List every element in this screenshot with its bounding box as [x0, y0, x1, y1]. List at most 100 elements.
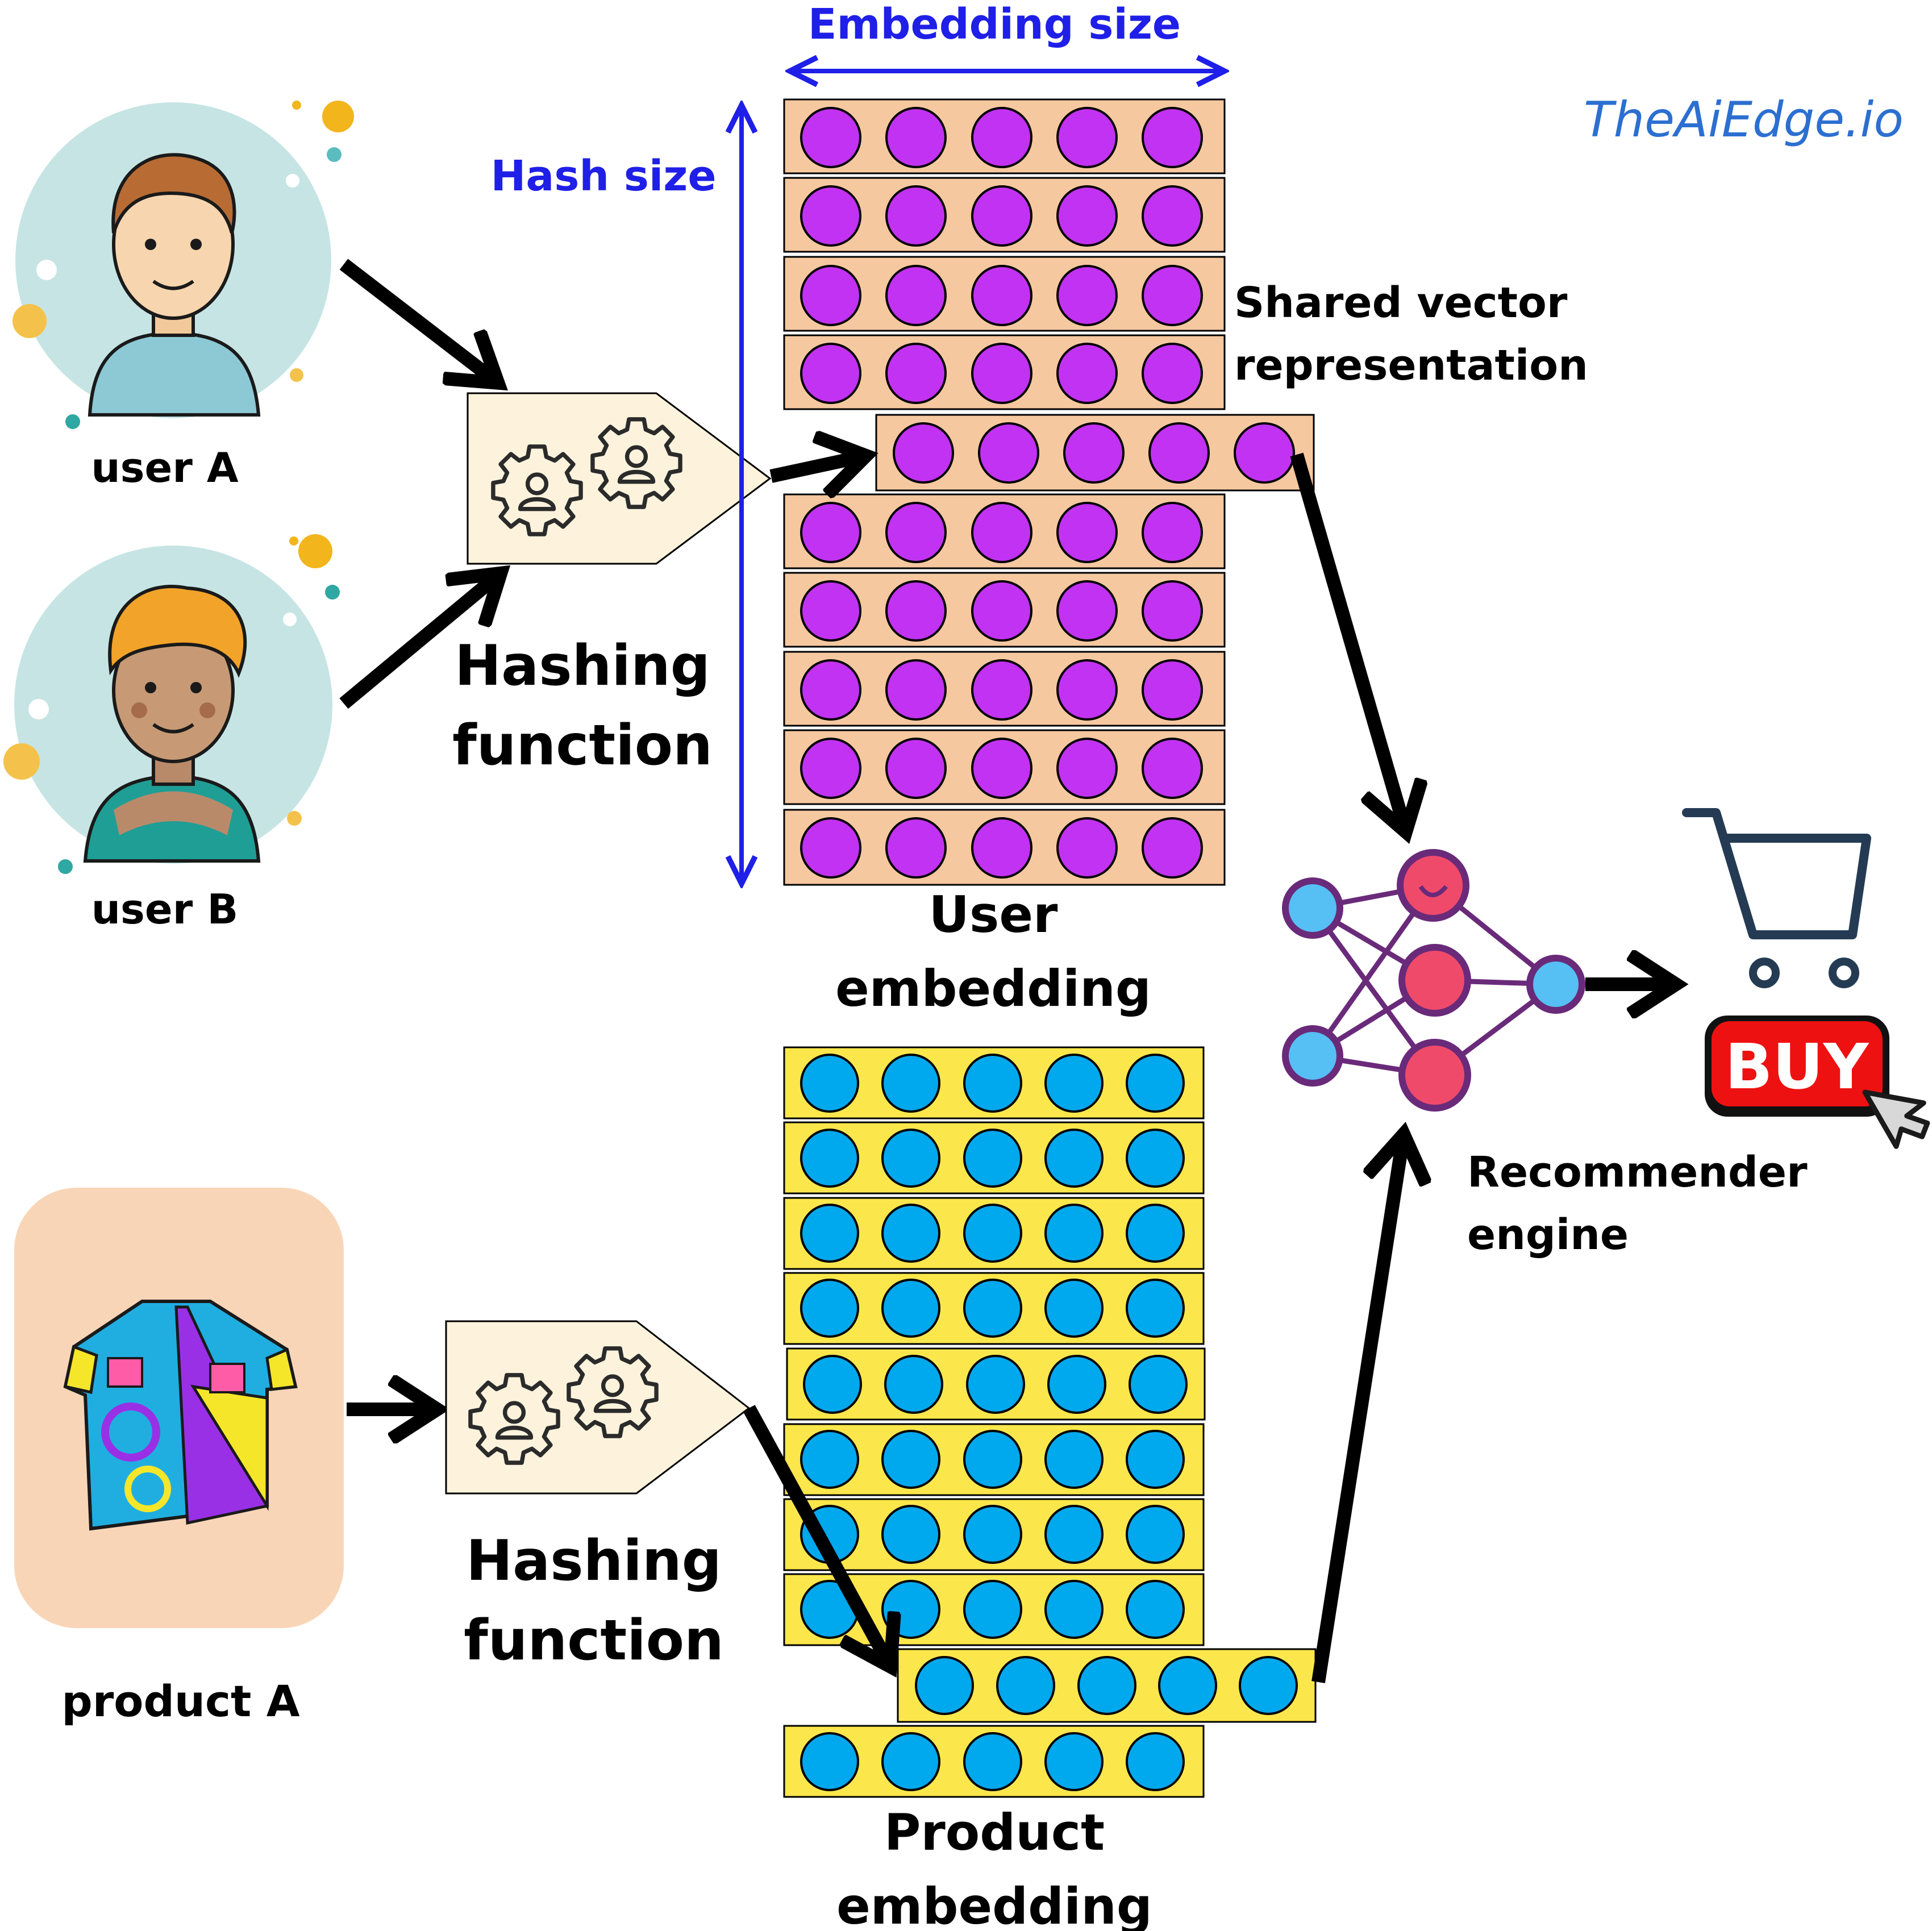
product-embedding-cell: [963, 1732, 1022, 1791]
user-embedding-cell: [971, 817, 1032, 879]
arrow-user-b-to-hash: [339, 579, 494, 709]
product-embedding-row: [783, 1121, 1205, 1195]
product-embedding-cell: [963, 1204, 1022, 1263]
product-embedding-cell: [996, 1656, 1055, 1715]
mouse-pointer-icon: [1862, 1089, 1930, 1149]
user-embedding-label-line2: embedding: [835, 959, 1151, 1018]
user-embedding-cell: [1056, 107, 1118, 168]
product-embedding-cell: [881, 1732, 940, 1791]
hashing-function-top: [467, 392, 772, 565]
product-embedding-cell: [1044, 1580, 1104, 1639]
product-embedding-cell: [881, 1129, 940, 1188]
user-embedding-cell: [1063, 422, 1125, 484]
user-embedding-cell: [885, 265, 947, 326]
user-embedding-cell: [800, 343, 861, 404]
product-embedding-cell: [800, 1054, 859, 1113]
shirt-icon: [63, 1300, 298, 1531]
product-embedding-cell: [963, 1279, 1022, 1338]
hash-size-label: Hash size: [490, 152, 716, 201]
hidden-node-icon: [1398, 1039, 1471, 1112]
hashing-function-bottom: [445, 1320, 751, 1495]
recommender-label-line1: Recommender: [1467, 1148, 1808, 1197]
user-embedding-cell: [885, 343, 947, 404]
user-embedding-row: [783, 256, 1226, 332]
product-embedding-cell: [966, 1355, 1025, 1414]
user-embedding-cell: [1142, 659, 1203, 721]
product-a-label: product A: [61, 1676, 299, 1726]
input-node-icon: [1282, 1025, 1343, 1087]
user-embedding-cell: [971, 265, 1032, 326]
hashing-function-bottom-line2: function: [464, 1608, 724, 1673]
user-embedding-label-line1: User: [929, 885, 1059, 944]
user-embedding-row: [783, 98, 1226, 174]
product-embedding-row: [786, 1347, 1206, 1421]
user-embedding-row: [783, 493, 1226, 569]
arrow-user-a-to-hash: [339, 259, 492, 378]
shared-vector-label-line2: representation: [1234, 341, 1588, 390]
product-embedding-cell: [1239, 1656, 1298, 1715]
user-embedding-row: [783, 177, 1226, 253]
user-embedding-cell: [1056, 738, 1118, 799]
shopping-cart-icon: [1682, 808, 1871, 988]
product-embedding-cell: [1126, 1732, 1185, 1791]
product-embedding-label-line2: embedding: [836, 1877, 1152, 1931]
user-embedding-cell: [971, 738, 1032, 799]
product-embedding-row: [783, 1725, 1205, 1798]
product-embedding-cell: [800, 1430, 859, 1489]
user-embedding-cell: [978, 422, 1039, 484]
product-embedding-cell: [884, 1355, 943, 1414]
user-embedding-cell: [885, 502, 947, 563]
product-embedding-table: [783, 1046, 1317, 1798]
product-embedding-cell: [1126, 1279, 1185, 1338]
product-embedding-cell: [803, 1355, 862, 1414]
user-embedding-cell: [1056, 502, 1118, 563]
product-embedding-cell: [1047, 1355, 1106, 1414]
user-embedding-cell: [800, 185, 861, 247]
buy-button[interactable]: BUY: [1705, 1016, 1889, 1117]
product-embedding-cell: [800, 1279, 859, 1338]
user-embedding-cell: [1148, 422, 1210, 484]
user-embedding-cell: [971, 659, 1032, 721]
product-embedding-cell: [1077, 1656, 1136, 1715]
curly-hair-avatar-icon: [83, 585, 261, 863]
user-embedding-cell: [800, 659, 861, 721]
arrow-hash-to-product-row: [743, 1405, 886, 1659]
user-embedding-cell: [1056, 659, 1118, 721]
product-embedding-cell: [963, 1129, 1022, 1188]
shared-product-row: [897, 1648, 1317, 1723]
brand-watermark: TheAiEdge.io: [1584, 91, 1904, 148]
product-embedding-cell: [915, 1656, 974, 1715]
product-embedding-cell: [881, 1279, 940, 1338]
user-embedding-cell: [1142, 343, 1203, 404]
embedding-size-label: Embedding size: [808, 0, 1181, 49]
user-embedding-cell: [1056, 185, 1118, 247]
product-embedding-cell: [1126, 1505, 1185, 1564]
arrow-hash-to-user-row: [769, 457, 858, 476]
product-embedding-cell: [1126, 1580, 1185, 1639]
user-embedding-cell: [1142, 817, 1203, 879]
user-embedding-cell: [1142, 580, 1203, 642]
user-embedding-cell: [885, 107, 947, 168]
product-embedding-cell: [963, 1505, 1022, 1564]
buy-button-label: BUY: [1725, 1030, 1869, 1103]
user-embedding-cell: [800, 265, 861, 326]
user-embedding-cell: [885, 738, 947, 799]
product-embedding-cell: [1044, 1204, 1104, 1263]
user-b-avatar: [3, 534, 340, 874]
user-embedding-cell: [1056, 580, 1118, 642]
output-node-icon: [1526, 955, 1585, 1014]
user-embedding-row: [783, 729, 1226, 805]
product-a-card: [14, 1188, 344, 1628]
user-embedding-cell: [1056, 265, 1118, 326]
product-embedding-label-line1: Product: [884, 1803, 1105, 1862]
user-embedding-cell: [971, 107, 1032, 168]
shared-vector-label-line1: Shared vector: [1234, 278, 1568, 327]
product-embedding-cell: [1126, 1129, 1185, 1188]
neural-network-icon: [1282, 849, 1585, 1112]
user-embedding-cell: [885, 580, 947, 642]
product-embedding-cell: [1044, 1279, 1104, 1338]
user-embedding-cell: [1142, 107, 1203, 168]
product-embedding-row: [783, 1046, 1205, 1120]
user-embedding-cell: [1142, 185, 1203, 247]
